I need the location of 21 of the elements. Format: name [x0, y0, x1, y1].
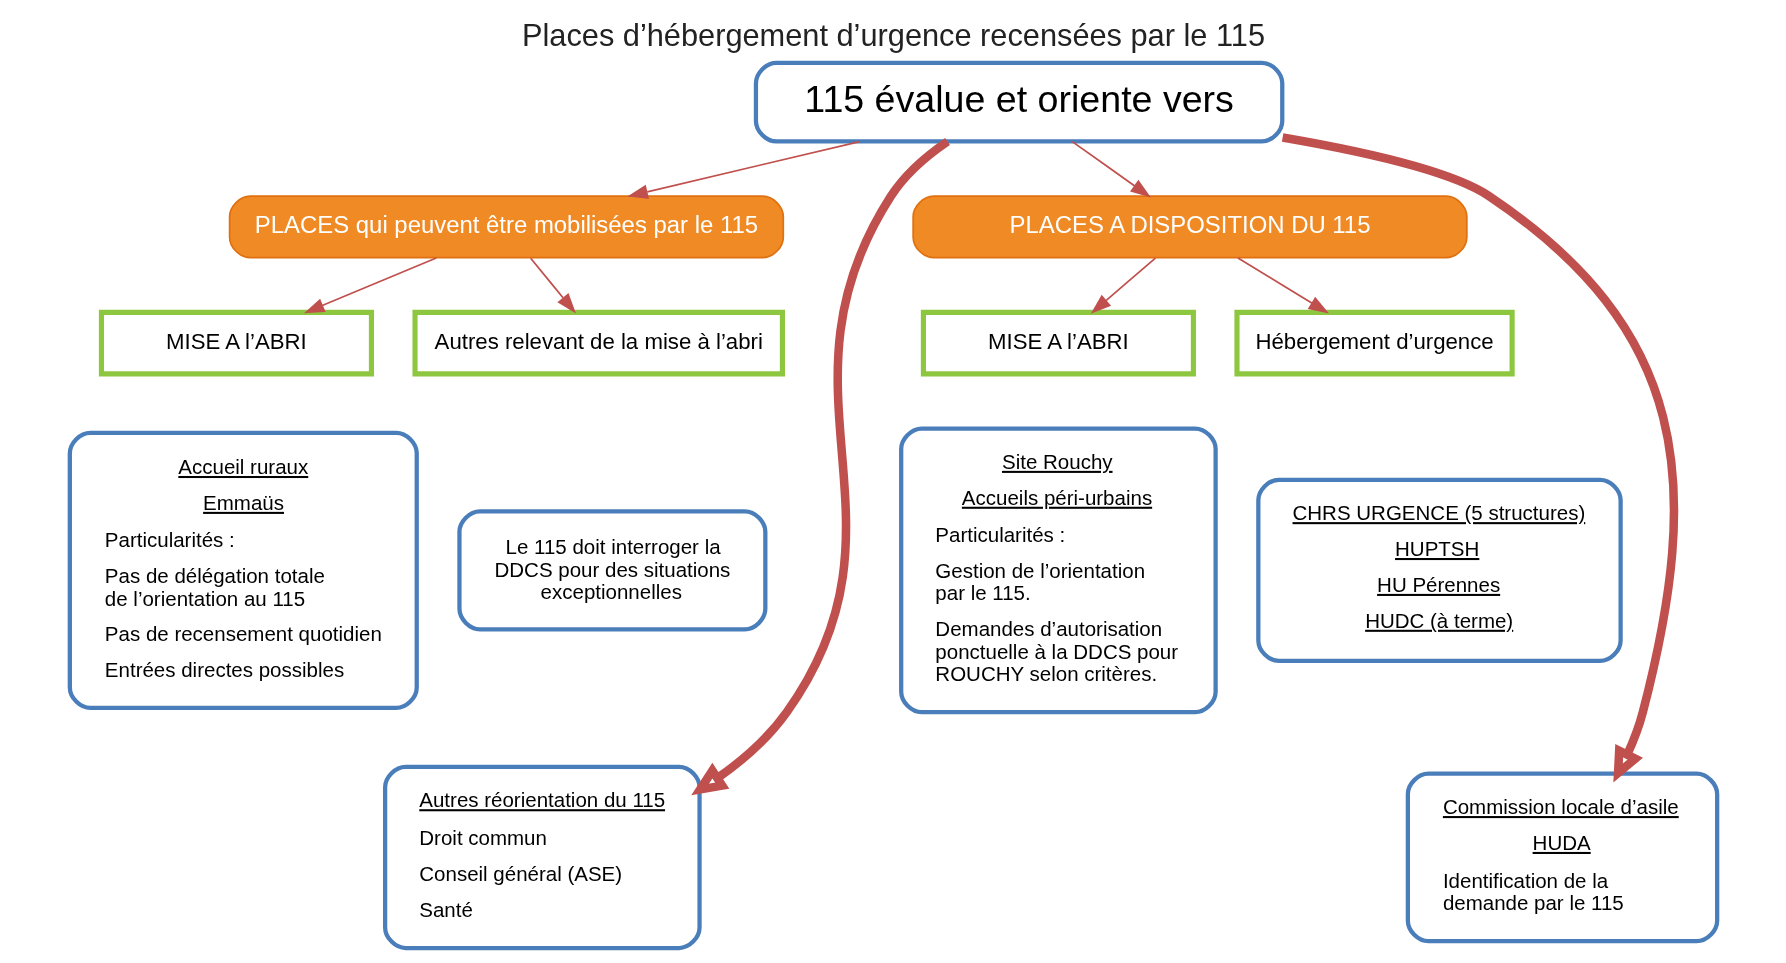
- node-box: CHRS URGENCE (5 structures) HUPTSH HU Pérennes HUDC (à terme): [1255, 477, 1623, 664]
- node-box: Autres relevant de la mise à l’abri: [411, 309, 785, 377]
- node-box: Commission locale d’asile HUDA Identification de la demande par le 115: [1405, 771, 1719, 944]
- arrow: [626, 140, 861, 199]
- node-box: Le 115 doit interroger la DDCS pour des situations exceptionnelles: [456, 509, 767, 632]
- node-box: PLACES A DISPOSITION DU 115: [911, 195, 1468, 259]
- arrow: [1090, 257, 1156, 314]
- arrow: [303, 257, 437, 314]
- arrow: [1070, 140, 1151, 198]
- arrow: [1281, 133, 1678, 783]
- node-box: Accueil ruraux Emmaüs Particularités : Pas de délégation totale de l’orientation au 115 Pas de recensement quotidien Entrées directes possibles: [67, 430, 419, 711]
- diagram-title: Places d’hébergement d’urgence recensées par le 115: [521, 18, 1265, 54]
- arrow: [1236, 257, 1329, 314]
- node-box: 115 évalue et oriente vers: [753, 60, 1284, 144]
- node-box: Hébergement d’urgence: [1233, 309, 1515, 377]
- node-box: MISE A l’ABRI: [920, 309, 1196, 377]
- node-box: Autres réorientation du 115 Droit commun Conseil général (ASE) Santé: [382, 764, 702, 951]
- node-box: Site Rouchy Accueils péri-urbains Particularités : Gestion de l’orientation par le 115. Demandes d’autorisation ponctuelle à la DDCS pour ROUCHY selon critères.: [898, 426, 1218, 715]
- node-box: PLACES qui peuvent être mobilisées par le 115: [228, 195, 784, 259]
- arrow: [529, 257, 576, 314]
- node-box: MISE A l’ABRI: [98, 309, 374, 377]
